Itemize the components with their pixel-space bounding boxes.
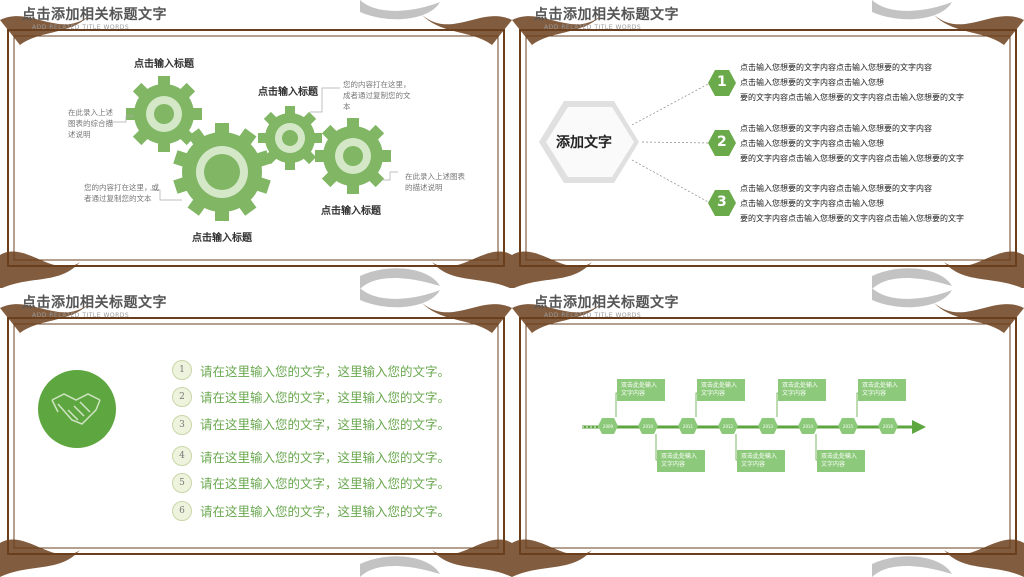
ornamental-frame — [0, 288, 512, 577]
slide-subtitle: ADD RELATED TITLE WORDS — [32, 24, 130, 31]
slide-subtitle: ADD RELATED TITLE WORDS — [32, 312, 130, 319]
list-item[interactable]: 请在这里输入您的文字，这里输入您的文字。 — [200, 364, 451, 379]
note-text[interactable]: 在此录入上述图表的描述说明 — [405, 172, 465, 192]
number-badge-3 — [708, 190, 736, 216]
center-hex-label[interactable]: 添加文字 — [556, 135, 612, 151]
list-number: 1 — [172, 360, 192, 380]
slide-title[interactable]: 点击添加相关标题文字 — [534, 295, 679, 311]
list-item[interactable]: 请在这里输入您的文字，这里输入您的文字。 — [200, 504, 451, 519]
badge-number: 2 — [717, 134, 727, 150]
list-item[interactable]: 请在这里输入您的文字，这里输入您的文字。 — [200, 390, 451, 405]
list-number: 6 — [172, 501, 192, 521]
year-label: 2011 — [682, 423, 694, 429]
handshake-icon — [38, 370, 116, 448]
gear-label[interactable]: 点击输入标题 — [321, 206, 381, 217]
badge-number: 3 — [717, 194, 727, 210]
gear-label[interactable]: 点击输入标题 — [258, 87, 318, 98]
year-hex — [838, 418, 858, 434]
number-badge-2 — [708, 130, 736, 156]
gears-graphic — [108, 76, 398, 221]
gear-label[interactable]: 点击输入标题 — [192, 233, 252, 244]
list-number: 4 — [172, 446, 192, 466]
list-number: 3 — [172, 415, 192, 435]
year-hex — [798, 418, 818, 434]
slide-title[interactable]: 点击添加相关标题文字 — [22, 7, 167, 23]
year-label: 2009 — [602, 423, 614, 429]
note-text[interactable]: 您的内容打在这里，成者通过复制您的文本 — [343, 80, 411, 111]
timeline-box[interactable]: 双击此处输入文字内容 — [737, 450, 785, 472]
badge-number: 1 — [717, 74, 727, 90]
year-hex — [598, 418, 618, 434]
year-hex — [678, 418, 698, 434]
timeline-box[interactable]: 双击此处输入文字内容 — [778, 379, 826, 401]
year-label: 2014 — [802, 423, 814, 429]
number-badge-1 — [708, 70, 736, 96]
slide-hexagons: 点击添加相关标题文字 ADD RELATED TITLE WORDS 添加文字 … — [512, 0, 1024, 288]
year-hex — [638, 418, 658, 434]
year-hex — [878, 418, 898, 434]
slide-title[interactable]: 点击添加相关标题文字 — [534, 7, 679, 23]
list-item[interactable]: 请在这里输入您的文字，这里输入您的文字。 — [200, 476, 451, 491]
list-item[interactable]: 请在这里输入您的文字，这里输入您的文字。 — [200, 417, 451, 432]
connector-lines — [539, 82, 711, 204]
year-hex — [718, 418, 738, 434]
item-text-3[interactable]: 点击输入您想要的文字内容点击输入您想要的文字内容 点击输入您想要的文字内容点击输… — [740, 184, 964, 223]
timeline-box[interactable]: 双击此处输入文字内容 — [617, 379, 665, 401]
ornamental-frame — [512, 288, 1024, 577]
list-item[interactable]: 请在这里输入您的文字，这里输入您的文字。 — [200, 450, 451, 465]
ornamental-frame — [512, 0, 1024, 288]
timeline-box[interactable]: 双击此处输入文字内容 — [858, 379, 906, 401]
slide-gears: 点击添加相关标题文字 ADD RELATED TITLE WORDS — [0, 0, 512, 288]
year-label: 2012 — [722, 423, 734, 429]
year-label: 2010 — [642, 423, 654, 429]
item-text-1[interactable]: 点击输入您想要的文字内容点击输入您想要的文字内容 点击输入您想要的文字内容点击输… — [740, 63, 964, 102]
timeline-box[interactable]: 双击此处输入文字内容 — [817, 450, 865, 472]
list-number: 5 — [172, 473, 192, 493]
year-label: 2016 — [882, 423, 894, 429]
gear-label[interactable]: 点击输入标题 — [134, 59, 194, 70]
timeline-box[interactable]: 双击此处输入文字内容 — [657, 450, 705, 472]
slide-list: 点击添加相关标题文字 ADD RELATED TITLE WORDS 1 请在这… — [0, 288, 512, 577]
timeline-box[interactable]: 双击此处输入文字内容 — [697, 379, 745, 401]
note-text[interactable]: 在此录入上述图表的综合描述说明 — [68, 108, 113, 139]
year-hex — [758, 418, 778, 434]
slide-subtitle: ADD RELATED TITLE WORDS — [544, 312, 642, 319]
item-text-2[interactable]: 点击输入您想要的文字内容点击输入您想要的文字内容 点击输入您想要的文字内容点击输… — [740, 124, 964, 163]
ornamental-frame — [0, 0, 512, 288]
slide-subtitle: ADD RELATED TITLE WORDS — [544, 24, 642, 31]
year-label: 2013 — [762, 423, 774, 429]
year-label: 2015 — [842, 423, 854, 429]
note-text[interactable]: 您的内容打在这里，或者通过复制您的文本 — [84, 183, 159, 203]
list-number: 2 — [172, 387, 192, 407]
slide-timeline: 点击添加相关标题文字 ADD RELATED TITLE WORDS 2009 … — [512, 288, 1024, 577]
slide-title[interactable]: 点击添加相关标题文字 — [22, 295, 167, 311]
